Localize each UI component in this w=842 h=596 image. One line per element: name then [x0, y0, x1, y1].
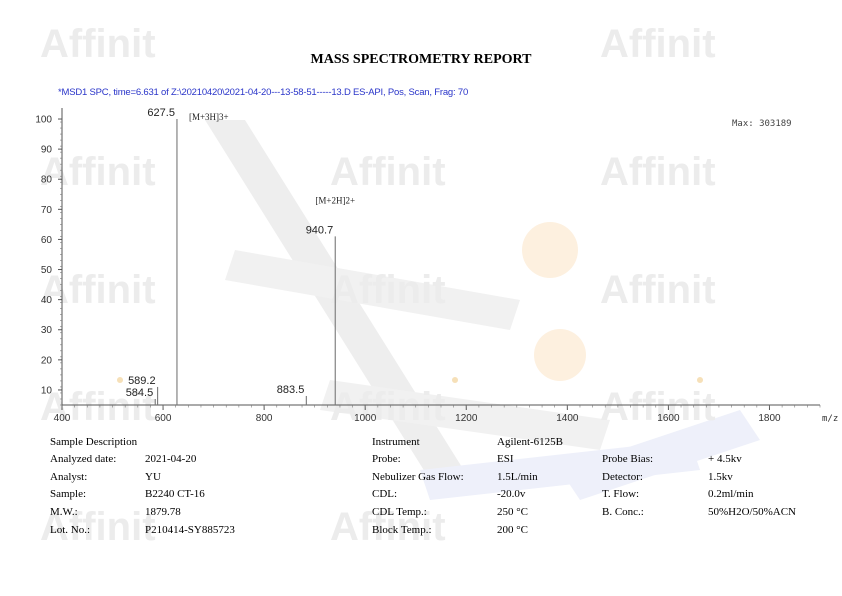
- info-label: Probe:: [372, 453, 401, 465]
- x-tick-label: 1400: [556, 413, 579, 424]
- x-tick-label: 1200: [455, 413, 478, 424]
- watermark-logo: Affinit: [40, 150, 156, 194]
- info-value: B2240 CT-16: [145, 488, 205, 500]
- info-label: Lot. No.:: [50, 524, 91, 536]
- y-tick-label: 70: [41, 205, 53, 216]
- peak-annotation: [M+2H]2+: [315, 195, 355, 205]
- watermark-logo: Affinit: [600, 150, 716, 194]
- x-tick-label: 1600: [657, 413, 680, 424]
- info-label: Analyst:: [50, 471, 88, 483]
- watermark-logo: Affinit: [330, 385, 446, 429]
- report-title: MASS SPECTROMETRY REPORT: [310, 52, 532, 67]
- info-value: 2021-04-20: [145, 453, 197, 465]
- watermark-logo: Affinit: [330, 150, 446, 194]
- chart-axes: 10 20 30 40 50 60 70 80 90 100 400 600 800 1000 1200 14…: [35, 108, 838, 424]
- info-label: Probe Bias:: [602, 453, 654, 465]
- watermark-logo: Affinit: [330, 505, 446, 549]
- instrument-value: Agilent-6125B: [497, 436, 563, 448]
- info-value: YU: [145, 471, 161, 483]
- info-value: 1.5kv: [708, 471, 733, 483]
- watermark-shapes: [205, 120, 760, 500]
- y-tick-label: 50: [41, 265, 53, 276]
- watermark-logo: Affinit: [600, 385, 716, 429]
- info-label: Analyzed date:: [50, 453, 117, 465]
- watermark-logo: Affinit: [40, 505, 156, 549]
- watermark-logo: Affinit: [600, 22, 716, 66]
- info-value: P210414-SY885723: [145, 524, 235, 536]
- info-label: Nebulizer Gas Flow:: [372, 471, 464, 483]
- info-label: B. Conc.:: [602, 506, 644, 518]
- info-label: Detector:: [602, 471, 643, 483]
- max-intensity-label: Max: 303189: [732, 119, 792, 129]
- x-tick-label: 600: [155, 413, 172, 424]
- info-value: 0.2ml/min: [708, 488, 754, 500]
- watermark-logo: Affinit: [40, 385, 156, 429]
- x-tick-label: 800: [256, 413, 273, 424]
- info-value: -20.0v: [497, 488, 526, 500]
- watermark-logo: Affinit: [330, 268, 446, 312]
- info-value: 200 °C: [497, 524, 528, 536]
- info-label: T. Flow:: [602, 488, 640, 500]
- info-label: CDL Temp.:: [372, 506, 427, 518]
- x-axis-label: m/z: [822, 414, 838, 424]
- instrument-label: Instrument: [372, 436, 420, 448]
- peak-label: 940.7: [306, 224, 334, 236]
- peak-label: 584.5: [126, 387, 154, 399]
- info-label: Block Temp.:: [372, 524, 432, 536]
- peak-label: 589.2: [128, 375, 156, 387]
- info-value: 1.5L/min: [497, 471, 538, 483]
- info-label: M.W.:: [50, 506, 78, 518]
- x-tick-label: 400: [54, 413, 71, 424]
- info-label: Sample:: [50, 488, 87, 500]
- info-value: 1879.78: [145, 506, 181, 518]
- y-tick-label: 20: [41, 355, 53, 366]
- y-tick-label: 60: [41, 235, 53, 246]
- watermark-dots: [117, 222, 703, 383]
- info-label: CDL:: [372, 488, 398, 500]
- watermark-logo: Affinit: [600, 268, 716, 312]
- watermark-logo: Affinit: [40, 268, 156, 312]
- x-tick-label: 1000: [354, 413, 377, 424]
- y-tick-label: 80: [41, 175, 53, 186]
- peak-annotation: [M+3H]3+: [189, 112, 229, 122]
- y-tick-label: 30: [41, 325, 53, 336]
- peak-label: 627.5: [147, 107, 175, 119]
- x-tick-label: 1800: [758, 413, 781, 424]
- sample-description-heading: Sample Description: [50, 436, 138, 448]
- y-tick-label: 10: [41, 385, 53, 396]
- info-value: 250 °C: [497, 506, 528, 518]
- info-value: ESI: [497, 453, 514, 465]
- peak-label: 883.5: [277, 384, 305, 396]
- info-value: 50%H2O/50%ACN: [708, 506, 796, 518]
- spectrum-header: *MSD1 SPC, time=6.631 of Z:\20210420\202…: [58, 87, 469, 98]
- y-tick-label: 90: [41, 145, 53, 156]
- info-value: + 4.5kv: [708, 453, 742, 465]
- watermark-logo: Affinit: [40, 22, 156, 66]
- y-tick-label: 40: [41, 295, 53, 306]
- y-tick-label: 100: [35, 115, 52, 126]
